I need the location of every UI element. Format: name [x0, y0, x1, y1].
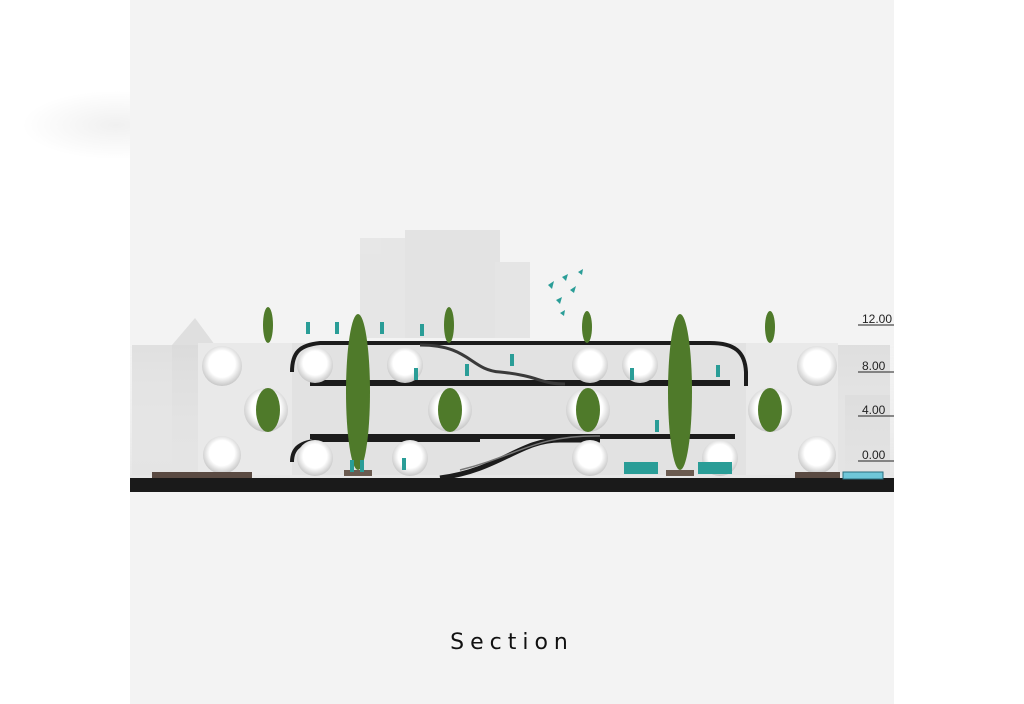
facade-opening	[622, 347, 658, 383]
level-label-4: 4.00	[862, 403, 886, 417]
person-icon	[402, 458, 406, 470]
trees	[256, 307, 782, 476]
person-icon	[630, 368, 634, 380]
tall-tree-icon	[668, 314, 692, 470]
birds-icon	[548, 269, 583, 316]
facade-opening	[203, 436, 241, 474]
facade-opening	[202, 346, 242, 386]
ground-line	[130, 478, 894, 492]
person-icon	[465, 364, 469, 376]
tree-planter	[344, 470, 372, 476]
tree-icon	[444, 307, 454, 343]
building-section	[198, 341, 838, 481]
skyline-tower	[495, 262, 530, 338]
facade-opening	[572, 440, 608, 476]
tree-planter	[666, 470, 694, 476]
facade-opening	[572, 347, 608, 383]
person-group-icon	[624, 462, 658, 474]
facade-opening	[797, 346, 837, 386]
level-label-8: 8.00	[862, 359, 886, 373]
roof-slab	[290, 341, 748, 386]
tree-icon	[263, 307, 273, 343]
ramp-lower	[439, 437, 600, 481]
ground-strip-right	[795, 472, 840, 478]
tree-icon	[582, 311, 592, 343]
ramp-upper	[419, 343, 566, 386]
person-icon	[510, 354, 514, 366]
person-group-icon	[698, 462, 732, 474]
sheet-shadow	[20, 90, 140, 160]
people	[306, 269, 732, 474]
ramp-lower-rail	[459, 435, 601, 471]
floor-slab-4	[310, 434, 735, 439]
level-markers: 12.00 8.00 4.00 0.00	[858, 312, 894, 462]
person-icon	[360, 460, 364, 472]
ground-strip-left	[152, 472, 252, 478]
person-icon	[380, 322, 384, 334]
facade-opening	[297, 347, 333, 383]
facade-opening	[392, 440, 428, 476]
person-icon	[716, 365, 720, 377]
facade-opening	[297, 440, 333, 476]
tree-icon	[576, 388, 600, 432]
facade-opening	[798, 436, 836, 474]
level-label-0: 0.00	[862, 448, 886, 462]
person-icon	[350, 460, 354, 472]
tall-tree-icon	[346, 314, 370, 470]
tree-icon	[438, 388, 462, 432]
person-icon	[335, 322, 339, 334]
skyline-spire	[172, 318, 215, 345]
water-feature	[842, 471, 884, 480]
section-title: Section	[450, 630, 574, 655]
person-icon	[306, 322, 310, 334]
floor-slab-8	[310, 380, 730, 386]
level-label-12: 12.00	[862, 312, 892, 326]
person-icon	[655, 420, 659, 432]
person-icon	[414, 368, 418, 380]
tree-icon	[758, 388, 782, 432]
ground-slab-curve	[290, 438, 480, 463]
tree-icon	[256, 388, 280, 432]
tree-icon	[765, 311, 775, 343]
person-icon	[420, 324, 424, 336]
